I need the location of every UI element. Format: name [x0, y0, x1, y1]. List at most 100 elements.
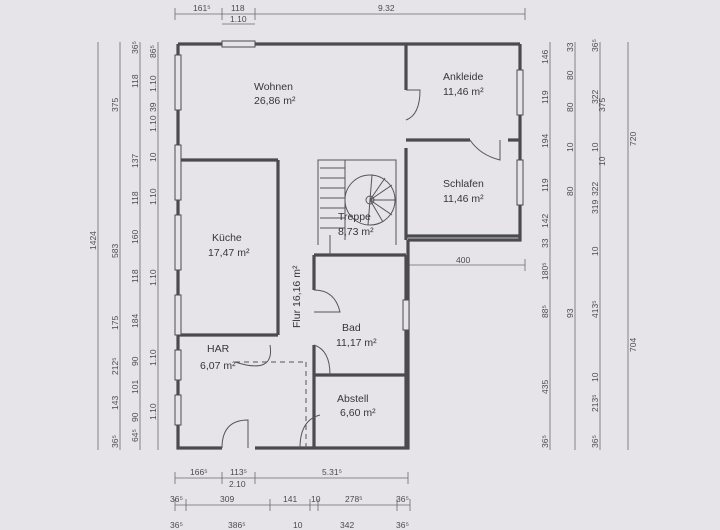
dim-right3-e: 319 — [590, 200, 600, 214]
dim-right1-f: 33 — [540, 238, 550, 248]
dim-left3-i: 1.10 — [148, 403, 158, 420]
dim-right1-g: 180⁵ — [540, 262, 550, 280]
dim-bottom3-c: 10 — [293, 520, 303, 530]
dim-bottom2-f: 36⁵ — [396, 494, 409, 504]
dim-bottom1-d: 5.31⁵ — [322, 467, 342, 477]
dim-left2-a: 36⁵ — [130, 41, 140, 54]
dim-right3-b: 322 — [590, 90, 600, 104]
room-ankleide-area: 11,46 m² — [443, 86, 484, 98]
dim-bottom3-b: 386⁵ — [228, 520, 246, 530]
dim-left-b: 583 — [110, 244, 120, 258]
room-treppe-name: Treppe — [338, 211, 371, 223]
room-har-area: 6,07 m² — [200, 360, 236, 372]
room-bad-area: 11,17 m² — [336, 337, 377, 349]
dim-top-4: 9.32 — [378, 3, 395, 13]
dim-left2-f: 118 — [130, 269, 140, 283]
dim-bottom2-a: 36⁵ — [170, 494, 183, 504]
dim-right1-e: 142 — [540, 214, 550, 228]
dim-bottom3-a: 36⁵ — [170, 520, 183, 530]
dim-right3-d: 322 — [590, 182, 600, 196]
dim-top-3: 1.10 — [230, 14, 247, 24]
dim-bottom1-b: 113⁵ — [230, 467, 247, 477]
room-kueche-area: 17,47 m² — [208, 247, 250, 259]
dim-right1-c: 194 — [540, 134, 550, 148]
dim-left2-d: 118 — [130, 191, 140, 205]
dim-left3-g: 1.10 — [148, 269, 158, 286]
dim-left2-j: 90 — [130, 412, 140, 422]
dim-left-c: 175 — [110, 316, 120, 330]
room-kueche-name: Küche — [212, 232, 242, 244]
dim-right1-a: 146 — [540, 50, 550, 64]
dim-left2-e: 160 — [130, 230, 140, 244]
dashed-lines — [235, 361, 307, 448]
dim-top-2: 118 — [231, 3, 245, 13]
dim-right2-a: 33 — [565, 42, 575, 52]
dim-right5-a: 720 — [628, 132, 638, 146]
left-dimension-lines — [97, 42, 159, 450]
dim-right3-i: 213⁵ — [590, 394, 600, 412]
room-wohnen-area: 26,86 m² — [254, 95, 296, 107]
room-flur-label: Flur 16,16 m² — [291, 265, 303, 328]
dim-left3-a: 86⁵ — [148, 45, 158, 58]
dim-left3-f: 1.10 — [148, 188, 158, 205]
dim-right3-c: 10 — [590, 142, 600, 152]
dim-bottom3-e: 36⁵ — [396, 520, 409, 530]
dim-bottom2-d: 10 — [311, 494, 321, 504]
dim-right3-g: 413⁵ — [590, 300, 600, 318]
dim-left-a: 375 — [110, 98, 120, 112]
dim-left3-b: 1.10 — [148, 75, 158, 92]
dim-right1-d: 119 — [540, 178, 550, 192]
dim-left3-e: 10 — [148, 152, 158, 162]
dim-left2-h: 90 — [130, 356, 140, 366]
dim-right2-d: 10 — [565, 142, 575, 152]
dim-left-total: 1424 — [88, 231, 98, 250]
dim-left3-c: 39 — [148, 102, 158, 112]
room-schlafen-name: Schlafen — [443, 178, 484, 190]
dim-left3-h: 1.10 — [148, 349, 158, 366]
dim-bottom2-c: 141 — [283, 494, 297, 504]
dim-right2-f: 93 — [565, 308, 575, 318]
dim-bottom3-d: 342 — [340, 520, 354, 530]
dim-left2-g: 184 — [130, 314, 140, 328]
dim-left2-k: 64⁵ — [130, 429, 140, 442]
walls — [176, 42, 522, 450]
dim-top-1: 161⁵ — [193, 3, 211, 13]
windows — [174, 40, 524, 426]
dim-left2-i: 101 — [130, 380, 140, 394]
dim-left2-c: 137 — [130, 154, 140, 168]
room-wohnen-name: Wohnen — [254, 81, 293, 93]
dim-right3-a: 36⁵ — [590, 39, 600, 52]
dim-left3-d: 1.10 — [148, 115, 158, 132]
dim-bottom2-e: 278⁵ — [345, 494, 363, 504]
dim-right2-e: 80 — [565, 186, 575, 196]
dim-left-f: 36⁵ — [110, 435, 120, 448]
dim-left-d: 212⁵ — [110, 357, 120, 375]
dim-left2-b: 118 — [130, 74, 140, 88]
dim-right2-b: 80 — [565, 70, 575, 80]
dim-right4-b: 10 — [597, 156, 607, 166]
room-schlafen-area: 11,46 m² — [443, 193, 484, 205]
dim-bottom2-b: 309 — [220, 494, 234, 504]
dim-left-e: 143 — [110, 396, 120, 410]
bottom-dimension-lines — [174, 472, 411, 511]
room-bad-name: Bad — [342, 322, 361, 334]
doors — [221, 89, 501, 449]
dim-right1-h: 88⁵ — [540, 305, 550, 318]
dim-right4-a: 375 — [597, 98, 607, 112]
spiral-staircase — [320, 160, 396, 240]
dim-right2-c: 80 — [565, 102, 575, 112]
room-abstell-area: 6,60 m² — [340, 407, 376, 419]
dim-right3-h: 10 — [590, 372, 600, 382]
dim-right3-f: 10 — [590, 246, 600, 256]
dim-right1-i: 435 — [540, 380, 550, 394]
dim-right3-j: 36⁵ — [590, 435, 600, 448]
room-abstell-name: Abstell — [337, 393, 369, 405]
right-dimension-lines — [408, 42, 629, 450]
dim-right5-b: 704 — [628, 338, 638, 352]
dim-bottom1-c: 2.10 — [229, 479, 246, 489]
room-har-name: HAR — [207, 343, 230, 355]
room-treppe-area: 8,73 m² — [338, 226, 374, 238]
dim-right1-b: 119 — [540, 90, 550, 104]
